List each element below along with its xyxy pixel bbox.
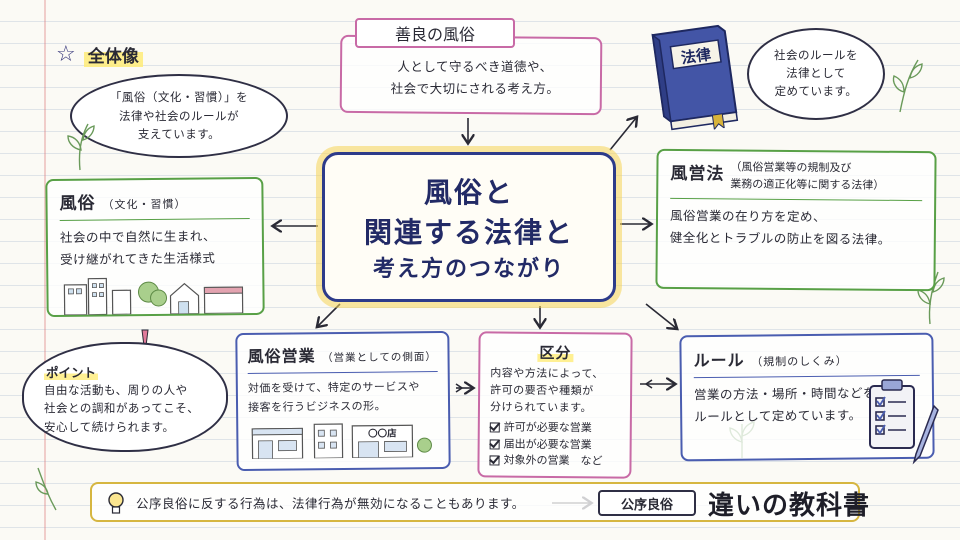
rules-title-main: ルール <box>693 350 745 371</box>
lightbulb-icon <box>108 492 124 514</box>
fuei-law-subtitle: （風俗営業等の規制及び 業務の適正化等に関する法律） <box>730 159 884 193</box>
business-box: 風俗営業 （営業としての側面） 対価を受けて、特定のサービスや 接客を行うビジネ… <box>235 330 451 472</box>
arrow-center-to-law <box>609 118 636 151</box>
law-bubble-line: 定めています。 <box>774 83 858 98</box>
business-line: 接客を行うビジネスの形。 <box>247 399 387 414</box>
division-box: 区分 内容や方法によって、 許可の要否や種類が 分けられています。 許可が必要な… <box>477 331 633 479</box>
division-check-item: 対象外の営業 など <box>489 453 619 471</box>
customs-title: 風俗 （文化・習慣） <box>59 187 249 214</box>
good-customs-title: 善良の風俗 <box>355 18 515 48</box>
house-icon <box>169 282 200 315</box>
point-title: ポイント <box>44 362 212 381</box>
leaf-icon <box>35 467 57 511</box>
shop-sign: 〇〇店 <box>368 428 397 441</box>
division-line: 分けられています。 <box>489 400 593 415</box>
logo-text: 違いの教科書 <box>708 490 871 521</box>
division-title: 区分 <box>490 341 620 363</box>
point-bubble: ポイント 自由な活動も、周りの人や 社会との調和があってこそ、 安心して続けられ… <box>22 342 228 452</box>
house-icon <box>63 283 88 316</box>
book-icon: 法律 <box>638 18 747 138</box>
division-check-item: 許可が必要な営業 <box>489 420 620 438</box>
division-check-label: 届出が必要な営業 <box>503 437 592 451</box>
fuei-subtitle-line: （風俗営業等の規制及び <box>730 160 852 175</box>
division-line: 許可の要否や種類が <box>490 383 594 398</box>
rules-title: ルール （規制のしくみ） <box>693 345 919 371</box>
point-line: 安心して続けられます。 <box>44 419 175 434</box>
point-title-text: ポイント <box>44 365 99 380</box>
division-check-label: 許可が必要な営業 <box>503 420 592 435</box>
point-text: 自由な活動も、周りの人や 社会との調和があってこそ、 安心して続けられます。 <box>44 381 212 436</box>
business-title-note: （営業としての側面） <box>322 351 437 365</box>
checkbox-icon <box>489 422 500 433</box>
overview-tag: ☆ 全体像 <box>56 42 143 67</box>
town-illustration <box>63 277 244 316</box>
point-line: 社会との調和があってこそ、 <box>44 401 200 416</box>
star-icon: ☆ <box>56 42 76 67</box>
customs-line: 受け継がれてきた生活様式 <box>60 250 216 267</box>
pencil-icon <box>912 404 939 465</box>
point-line: 自由な活動も、周りの人や <box>44 383 188 397</box>
fuei-law-line: 風俗営業の在り方を定め、 <box>669 207 827 225</box>
customs-box: 風俗 （文化・習慣） 社会の中で自然に生まれ、 受け継がれてきた生活様式 <box>45 176 265 318</box>
arrow-center-to-rules <box>645 303 676 328</box>
good-customs-text: 人として守るべき道徳や、 社会で大切にされる考え方。 <box>362 56 588 100</box>
central-title-box: 風俗と 関連する法律と 考え方のつながり <box>322 152 616 302</box>
division-text: 内容や方法によって、 許可の要否や種類が 分けられています。 <box>490 364 620 416</box>
division-check-label: 対象外の営業 など <box>503 453 603 468</box>
customs-title-main: 風俗 <box>59 193 96 214</box>
business-title-main: 風俗営業 <box>247 346 316 366</box>
arrow-center-to-business <box>318 303 341 326</box>
overview-bubble: 「風俗（文化・習慣）」を 法律や社会のルールが 支えています。 <box>70 74 288 158</box>
tree-icon <box>416 438 432 454</box>
overview-line: 支えています。 <box>137 127 221 142</box>
checkbox-icon <box>489 439 500 450</box>
checkbox-icon <box>489 455 500 466</box>
division-title-text: 区分 <box>537 343 574 363</box>
overview-line: 法律や社会のルールが <box>119 108 239 123</box>
fuei-law-line: 健全化とトラブルの防止を図る法律。 <box>669 229 891 247</box>
bottom-note-bar: 公序良俗に反する行為は、法律行為が無効になることもあります。 <box>90 482 860 522</box>
division-check-item: 届出が必要な営業 <box>489 436 620 454</box>
overview-title: 全体像 <box>83 42 143 67</box>
law-bubble-line: 社会のルールを <box>774 48 858 63</box>
law-bubble-line: 法律として <box>786 66 846 81</box>
business-line: 対価を受けて、特定のサービスや <box>247 380 420 395</box>
leaf-icon <box>892 59 923 113</box>
division-line: 内容や方法によって、 <box>490 366 604 381</box>
site-logo: 違いの教科書 <box>708 482 923 524</box>
fuei-law-title: 風営法 <box>670 163 725 185</box>
fuei-law-box: 風営法 （風俗営業等の規制及び 業務の適正化等に関する法律） 風俗営業の在り方を… <box>655 148 937 292</box>
bottom-note-text: 公序良俗に反する行為は、法律行為が無効になることもあります。 <box>136 495 525 511</box>
business-title: 風俗営業 （営業としての側面） <box>247 341 437 367</box>
leaf-icon <box>67 123 95 171</box>
overview-line: 「風俗（文化・習慣）」を <box>109 90 249 105</box>
central-title-line: 考え方のつながり <box>372 257 565 282</box>
shop-illustration <box>251 423 432 460</box>
law-bubble: 社会のルールを 法律として 定めています。 <box>747 28 885 120</box>
clipboard-icon <box>869 379 915 449</box>
customs-line: 社会の中で自然に生まれ、 <box>59 228 217 245</box>
customs-text: 社会の中で自然に生まれ、 受け継がれてきた生活様式 <box>60 225 250 271</box>
business-text: 対価を受けて、特定のサービスや 接客を行うビジネスの形。 <box>248 378 438 417</box>
bottom-tag: 公序良俗 <box>598 490 696 516</box>
good-customs-line: 社会で大切にされる考え方。 <box>390 80 560 96</box>
fuei-law-text: 風俗営業の在り方を定め、 健全化とトラブルの防止を図る法律。 <box>670 205 922 251</box>
central-title-line: 関連する法律と <box>363 216 574 249</box>
rules-title-note: （規制のしくみ） <box>751 354 848 369</box>
customs-title-note: （文化・習慣） <box>102 197 187 212</box>
tree-icon <box>150 289 168 307</box>
fuei-subtitle-line: 業務の適正化等に関する法律） <box>730 176 885 192</box>
good-customs-line: 人として守るべき道徳や、 <box>397 59 553 74</box>
central-title-line: 風俗と <box>423 176 514 209</box>
